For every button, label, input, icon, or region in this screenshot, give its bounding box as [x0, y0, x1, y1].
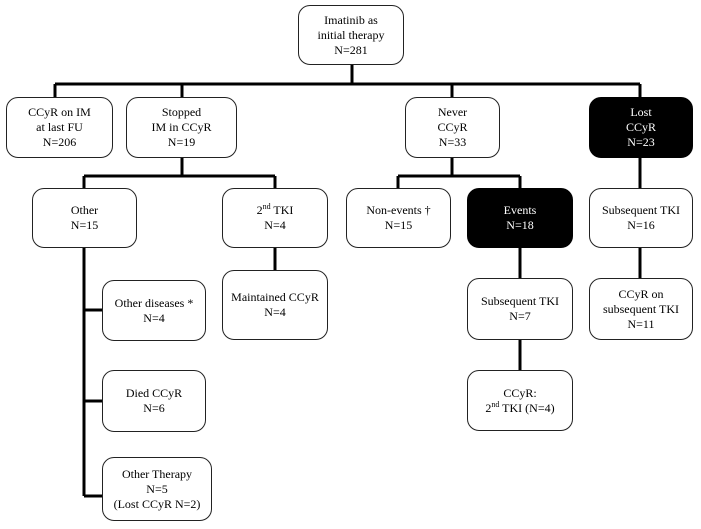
ccyr-second-tki-ordinal: 2	[485, 400, 492, 415]
ccyr-on-subsequent-line2: subsequent TKI	[602, 301, 680, 316]
root-node: Imatinib as initial therapy N=281	[298, 5, 404, 65]
maintained-ccyr-node: Maintained CCyR N=4	[222, 270, 328, 340]
never-ccyr-node: Never CCyR N=33	[405, 97, 500, 158]
lost-ccyr-line2: CCyR	[625, 120, 656, 134]
subsequent-tki-16-line1: Subsequent TKI	[601, 203, 681, 217]
other-diseases-node: Other diseases * N=4	[102, 280, 206, 341]
other-therapy-node: Other Therapy N=5 (Lost CCyR N=2)	[102, 457, 212, 521]
ccyr-on-im-node: CCyR on IM at last FU N=206	[6, 97, 113, 158]
other-therapy-line1: Other Therapy	[121, 466, 193, 481]
stopped-im-line2: IM in CCyR	[151, 120, 212, 134]
other-line1: Other	[70, 203, 99, 217]
stopped-im-line3: N=19	[167, 135, 196, 149]
lost-ccyr-line3: N=23	[627, 135, 655, 149]
ccyr-on-subsequent-line3: N=11	[627, 316, 655, 331]
other-diseases-line2: N=4	[143, 310, 165, 325]
subsequent-tki-7-node: Subsequent TKI N=7	[467, 278, 573, 340]
other-therapy-line3: (Lost CCyR N=2)	[113, 496, 201, 511]
ccyr-second-tki-suffix: nd	[491, 399, 500, 409]
maintained-ccyr-line2: N=4	[264, 305, 286, 319]
ccyr-on-im-line2: at last FU	[36, 120, 83, 134]
never-ccyr-line3: N=33	[438, 135, 467, 149]
stopped-im-line1: Stopped	[161, 105, 202, 119]
ccyr-second-tki-line1: CCyR:	[503, 385, 537, 400]
lost-ccyr-line1: Lost	[630, 105, 652, 119]
second-tki-suffix: nd	[262, 202, 271, 211]
other-therapy-line2: N=5	[146, 481, 168, 496]
non-events-node: Non-events † N=15	[346, 188, 451, 248]
second-tki-label: TKI	[270, 203, 294, 217]
non-events-line2: N=15	[384, 218, 413, 232]
events-node: Events N=18	[467, 188, 573, 248]
ccyr-on-subsequent-line1: CCyR on	[618, 286, 664, 301]
died-ccyr-line1: Died CCyR	[125, 386, 183, 400]
second-tki-line2: N=4	[264, 218, 286, 232]
second-tki-node: 2nd TKI N=4	[222, 188, 328, 248]
lost-ccyr-node: Lost CCyR N=23	[589, 97, 693, 158]
died-ccyr-line2: N=6	[143, 401, 165, 415]
events-line2: N=18	[506, 218, 534, 232]
root-line2: initial therapy	[317, 27, 385, 42]
maintained-ccyr-line1: Maintained CCyR	[231, 290, 319, 304]
ccyr-on-im-line3: N=206	[42, 135, 77, 149]
ccyr-second-tki-label: TKI (N=4)	[499, 400, 555, 415]
subsequent-tki-16-line2: N=16	[627, 218, 655, 232]
events-line1: Events	[503, 203, 537, 217]
subsequent-tki-16-node: Subsequent TKI N=16	[589, 188, 693, 248]
subsequent-tki-7-line2: N=7	[509, 309, 531, 323]
died-ccyr-node: Died CCyR N=6	[102, 370, 206, 432]
subsequent-tki-7-line1: Subsequent TKI	[480, 294, 560, 308]
ccyr-second-tki-node: CCyR: 2nd TKI (N=4)	[467, 370, 573, 431]
other-node: Other N=15	[32, 188, 137, 248]
other-line2: N=15	[70, 218, 99, 232]
never-ccyr-line2: CCyR	[437, 120, 468, 134]
ccyr-on-subsequent-tki-node: CCyR on subsequent TKI N=11	[589, 278, 693, 340]
second-tki-ordinal: 2	[256, 203, 263, 217]
non-events-line1: Non-events †	[366, 203, 431, 217]
stopped-im-node: Stopped IM in CCyR N=19	[126, 97, 237, 158]
second-tki-line1: 2nd TKI	[257, 203, 294, 218]
ccyr-second-tki-line2: 2nd TKI (N=4)	[485, 399, 555, 416]
never-ccyr-line1: Never	[437, 105, 468, 119]
ccyr-on-im-line1: CCyR on IM	[28, 105, 91, 119]
root-line1: Imatinib as	[324, 12, 378, 27]
other-diseases-line1: Other diseases *	[114, 295, 194, 310]
root-line3: N=281	[334, 42, 368, 57]
